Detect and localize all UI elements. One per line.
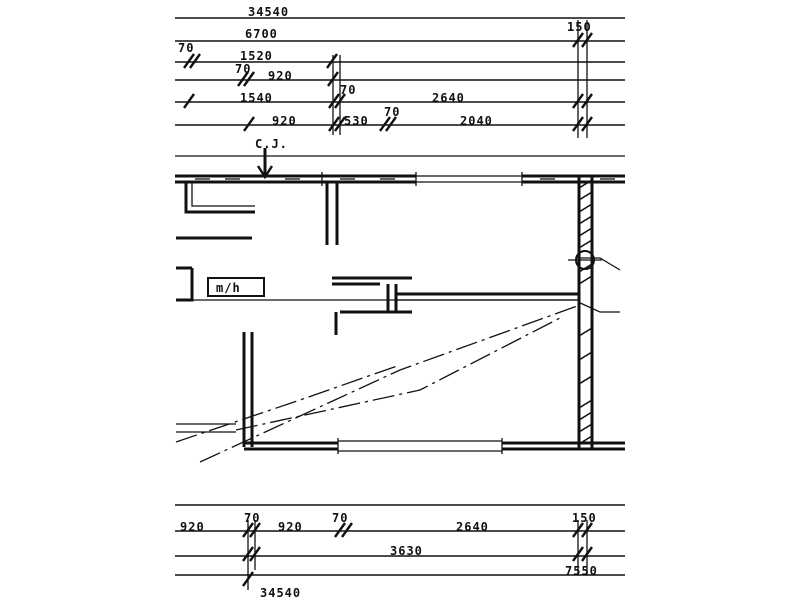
top-span-2640: 2640 xyxy=(432,91,465,105)
bottom-small-dimension-a: 70 xyxy=(244,511,260,525)
bottom-right-dimension: 150 xyxy=(572,511,597,525)
room-tag-label: m/h xyxy=(216,281,241,295)
top-dimension-chain: 34540 6700 150 70 1520 70 920 1540 70 26… xyxy=(175,5,625,138)
top-small-dimension-b: 70 xyxy=(235,62,251,76)
top-small-dimension-a: 70 xyxy=(178,41,194,55)
bottom-dimension-chain: 920 70 920 70 2640 150 3630 7550 34540 xyxy=(175,504,625,600)
top-right-dimension: 150 xyxy=(567,20,592,34)
bottom-small-dimension-b: 70 xyxy=(332,511,348,525)
bottom-right-total: 7550 xyxy=(565,564,598,578)
top-segment-920: 920 xyxy=(268,69,293,83)
top-overall-dimension: 34540 xyxy=(248,5,289,19)
hatched-column xyxy=(568,176,602,449)
bottom-segment-920-a: 920 xyxy=(180,520,205,534)
top-segment-920-b: 920 xyxy=(272,114,297,128)
bottom-span-3630: 3630 xyxy=(390,544,423,558)
building-plan: C.J. m/h xyxy=(175,137,625,463)
construction-joint-label: C.J. xyxy=(255,137,288,151)
top-total-dimension: 6700 xyxy=(245,27,278,41)
top-segment-1520: 1520 xyxy=(240,49,273,63)
bottom-overall-dimension: 34540 xyxy=(260,586,301,600)
top-segment-1540: 1540 xyxy=(240,91,273,105)
top-segment-530: 530 xyxy=(344,114,369,128)
top-small-dimension-c: 70 xyxy=(340,83,356,97)
top-small-dimension-d: 70 xyxy=(384,105,400,119)
bottom-segment-920-b: 920 xyxy=(278,520,303,534)
top-span-2040: 2040 xyxy=(460,114,493,128)
bottom-span-2640: 2640 xyxy=(456,520,489,534)
room-tag-box xyxy=(207,277,265,297)
